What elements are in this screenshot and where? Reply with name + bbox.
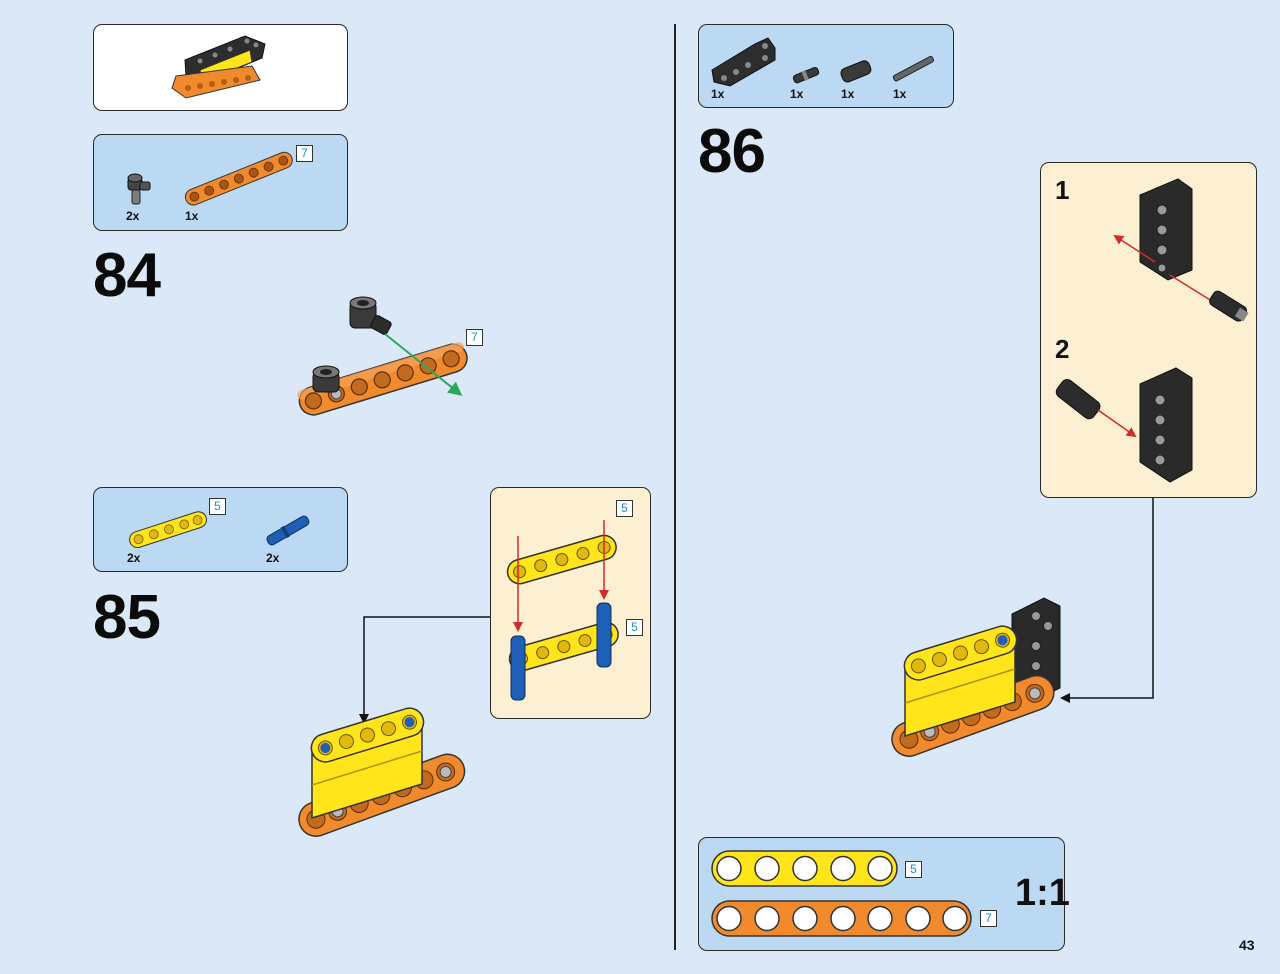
part-qty: 1x <box>841 87 855 101</box>
step-85-assembly <box>298 707 466 837</box>
scale-orange-beam-7 <box>711 900 972 937</box>
scale-yellow-beam-5 <box>711 850 898 887</box>
part-qty: 1x <box>790 87 804 101</box>
black-axle-pin-icon <box>792 66 820 84</box>
part-qty: 1x <box>711 87 725 101</box>
step-86-assembly <box>891 597 1061 757</box>
sub-step-number: 2 <box>1055 334 1070 364</box>
orange-beam-7-icon <box>184 151 293 206</box>
beam-length-label: 5 <box>626 619 643 636</box>
beam-length-label: 5 <box>209 498 226 515</box>
page-number: 43 <box>1239 937 1255 953</box>
black-bush-icon <box>840 60 872 83</box>
black-l-beam-icon <box>711 37 776 87</box>
step-85-sub-assembly-illustration <box>506 520 619 701</box>
beam-length-label: 7 <box>296 145 313 162</box>
previous-model-icon <box>171 35 266 99</box>
step-number-84: 84 <box>93 241 161 310</box>
scale-label: 1:1 <box>1015 872 1070 914</box>
grey-axle-icon <box>892 55 935 82</box>
beam-length-label: 7 <box>466 329 483 346</box>
beam-length-label: 5 <box>616 500 633 517</box>
column-divider <box>674 24 676 950</box>
step-number-86: 86 <box>698 117 766 186</box>
blue-pin-icon <box>266 515 310 546</box>
part-qty: 2x <box>126 209 140 223</box>
step-84-assembly <box>297 296 468 416</box>
step-86-sub-assembly-illustration <box>1055 178 1249 483</box>
axle-connector-icon <box>127 173 151 205</box>
part-qty: 1x <box>893 87 907 101</box>
yellow-beam-5-icon <box>129 511 207 549</box>
step-number-85: 85 <box>93 583 161 652</box>
sub-step-number: 1 <box>1055 175 1070 205</box>
beam-length-label: 7 <box>980 910 997 927</box>
beam-length-label: 5 <box>905 861 922 878</box>
part-qty: 2x <box>266 551 280 565</box>
part-qty: 1x <box>185 209 199 223</box>
part-qty: 2x <box>127 551 141 565</box>
